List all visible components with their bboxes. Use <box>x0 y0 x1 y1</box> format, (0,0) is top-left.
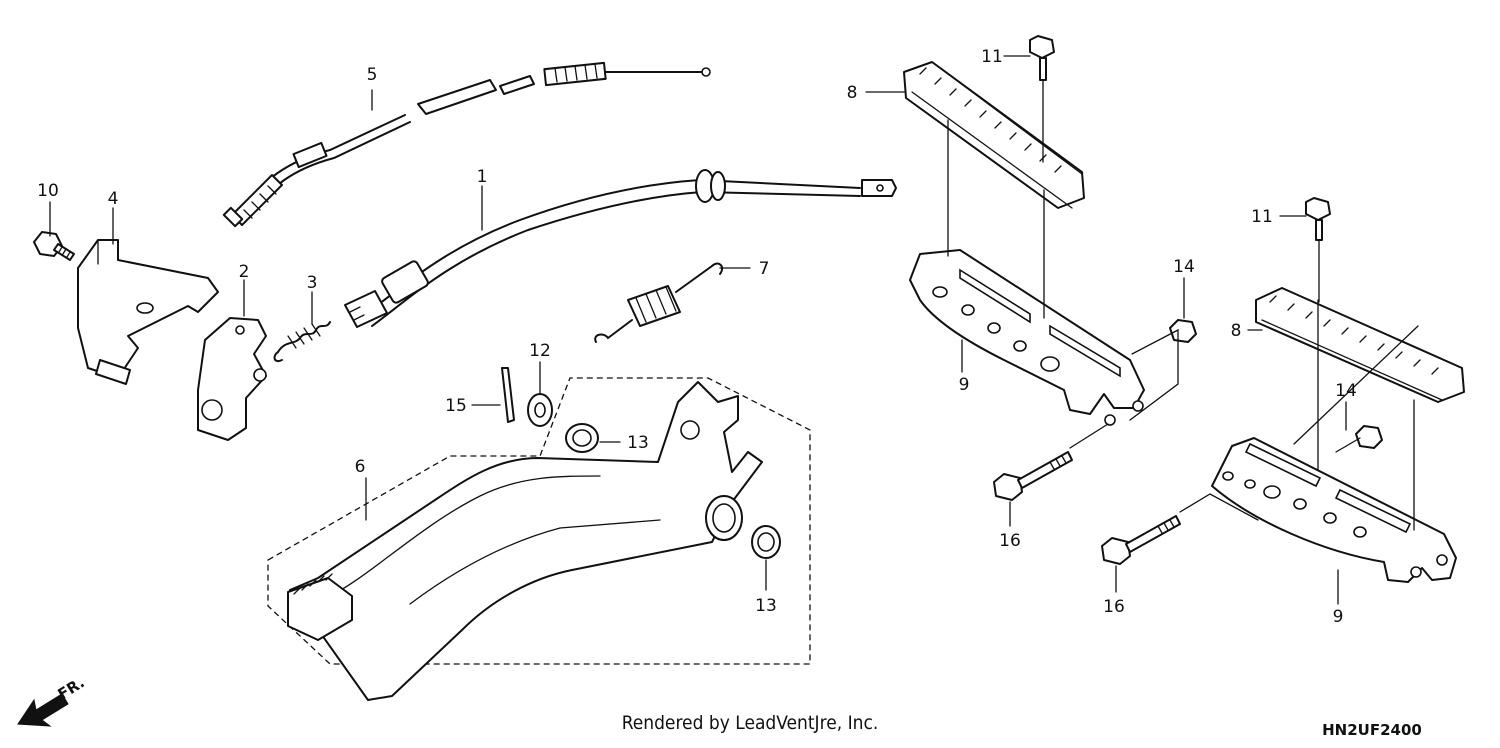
callout-14-lower: 14 <box>1335 381 1357 401</box>
part-5-cable <box>222 61 711 228</box>
part-16-bolt-upper <box>993 451 1073 501</box>
part-8-footrest-upper <box>903 61 1085 209</box>
part-13-bushing-upper <box>565 423 599 453</box>
part-1-cable <box>344 169 897 328</box>
callout-15: 15 <box>445 396 467 416</box>
callout-9-lower: 9 <box>1333 607 1344 627</box>
assembly-guide-lines <box>947 119 1419 531</box>
part-2-bracket <box>197 317 267 441</box>
part-14-nut-lower <box>1355 425 1383 449</box>
part-7-spring <box>594 262 724 343</box>
part-14-nut-upper <box>1169 319 1197 343</box>
part-9-bracket-upper <box>909 249 1145 426</box>
callout-7: 7 <box>759 259 770 279</box>
part-9-bracket-lower <box>1211 437 1457 583</box>
callout-13-lower: 13 <box>755 596 777 616</box>
callout-1: 1 <box>477 167 488 187</box>
callout-16-upper: 16 <box>999 531 1021 551</box>
callout-13-upper: 13 <box>627 433 649 453</box>
callout-3: 3 <box>307 273 318 293</box>
leader-lines <box>49 55 1347 605</box>
part-13-bushing-lower <box>751 525 781 559</box>
render-credit: Rendered by LeadVentJre, Inc. <box>622 712 879 734</box>
callout-8-lower: 8 <box>1231 321 1242 341</box>
callout-10: 10 <box>37 181 59 201</box>
callout-9-upper: 9 <box>959 375 970 395</box>
front-arrow-icon <box>17 693 69 727</box>
part-4-bracket <box>77 239 219 385</box>
callout-14-upper: 14 <box>1173 257 1195 277</box>
part-6-pedal <box>267 377 811 701</box>
part-12-washer <box>527 393 553 427</box>
callout-11-upper: 11 <box>981 47 1003 67</box>
part-11-bolt-upper <box>1029 35 1055 163</box>
callout-4: 4 <box>108 189 119 209</box>
part-15-pin <box>501 367 515 423</box>
part-10-bolt <box>33 231 75 261</box>
part-8-footrest-lower <box>1255 287 1465 403</box>
front-direction-arrow: FR. <box>17 673 88 727</box>
callout-5: 5 <box>367 65 378 85</box>
callout-16-lower: 16 <box>1103 597 1125 617</box>
callout-11-lower: 11 <box>1251 207 1273 227</box>
diagram-code: HN2UF2400 <box>1322 721 1422 739</box>
callout-2: 2 <box>239 262 250 282</box>
callout-8-upper: 8 <box>847 83 858 103</box>
part-3-spring <box>273 321 331 362</box>
part-11-bolt-lower <box>1305 197 1331 303</box>
callout-labels: 1 2 3 4 5 6 7 8 8 9 9 10 11 11 12 13 13 … <box>37 47 1357 627</box>
part-16-bolt-lower <box>1101 515 1181 565</box>
callout-12: 12 <box>529 341 551 361</box>
callout-6: 6 <box>355 457 366 477</box>
